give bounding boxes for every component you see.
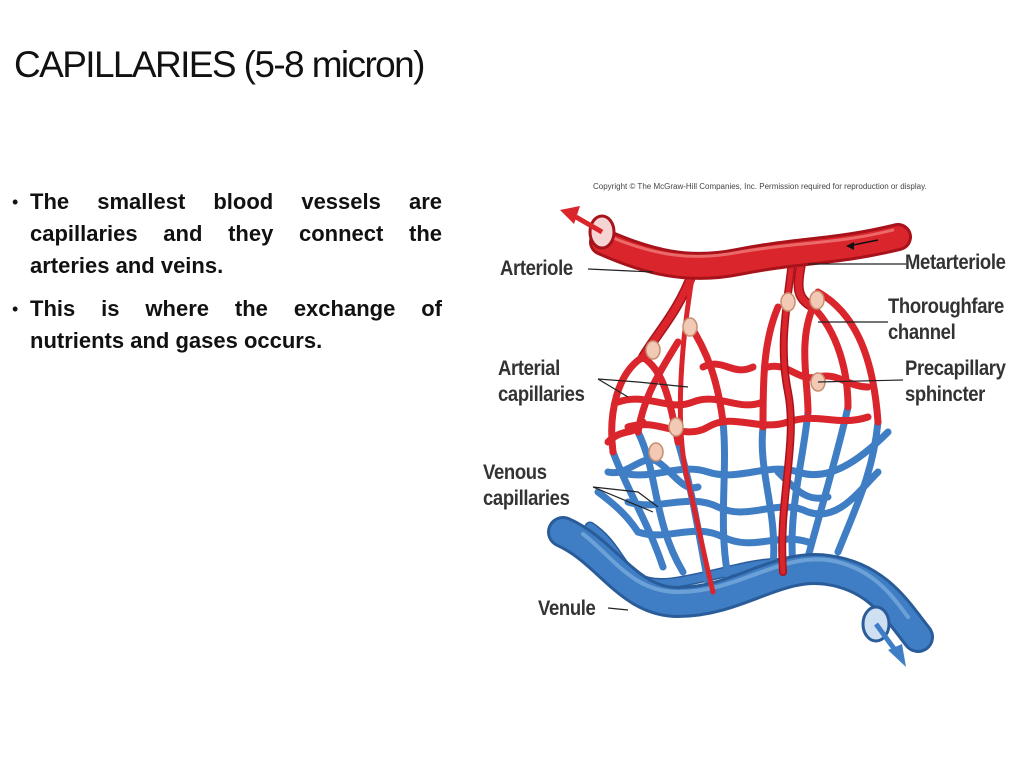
label-arteriole: Arteriole bbox=[500, 257, 573, 280]
bullet-text: This is where the exchange of nutrients … bbox=[30, 296, 442, 353]
label-precapillary: Precapillary bbox=[905, 357, 1006, 380]
bullet-list: • The smallest blood vessels are capilla… bbox=[12, 186, 442, 368]
label-venous: Venous bbox=[483, 461, 547, 484]
label-venule: Venule bbox=[538, 597, 596, 620]
label-arterial: Arterial bbox=[498, 357, 560, 380]
label-metarteriole: Metarteriole bbox=[905, 251, 1006, 274]
venous-capillaries bbox=[547, 403, 934, 653]
slide-title: CAPILLARIES (5-8 micron) bbox=[14, 44, 425, 85]
bullet-icon: • bbox=[12, 299, 19, 319]
bullet-item: • This is where the exchange of nutrient… bbox=[12, 293, 442, 357]
label-venous-capillaries: capillaries bbox=[483, 487, 570, 510]
label-thoroughfare-channel: channel bbox=[888, 321, 956, 344]
capillary-bed-diagram: Copyright © The McGraw-Hill Companies, I… bbox=[478, 172, 1024, 688]
capillary-bed-illustration bbox=[547, 206, 934, 667]
precapillary-sphincters bbox=[645, 290, 826, 462]
bullet-text: The smallest blood vessels are capillari… bbox=[30, 189, 442, 278]
flow-direction-arrowhead bbox=[846, 242, 854, 250]
copyright-notice: Copyright © The McGraw-Hill Companies, I… bbox=[593, 182, 927, 191]
venule-arrowhead bbox=[888, 644, 906, 667]
label-sphincter: sphincter bbox=[905, 383, 986, 406]
label-thoroughfare: Thoroughfare bbox=[888, 295, 1004, 318]
arteriole-arrowhead bbox=[560, 206, 580, 224]
label-leader-lines bbox=[587, 263, 906, 611]
bullet-item: • The smallest blood vessels are capilla… bbox=[12, 186, 442, 282]
label-arterial-capillaries: capillaries bbox=[498, 383, 585, 406]
bullet-icon: • bbox=[12, 192, 19, 212]
arteriole-flow-arrow bbox=[574, 214, 604, 235]
